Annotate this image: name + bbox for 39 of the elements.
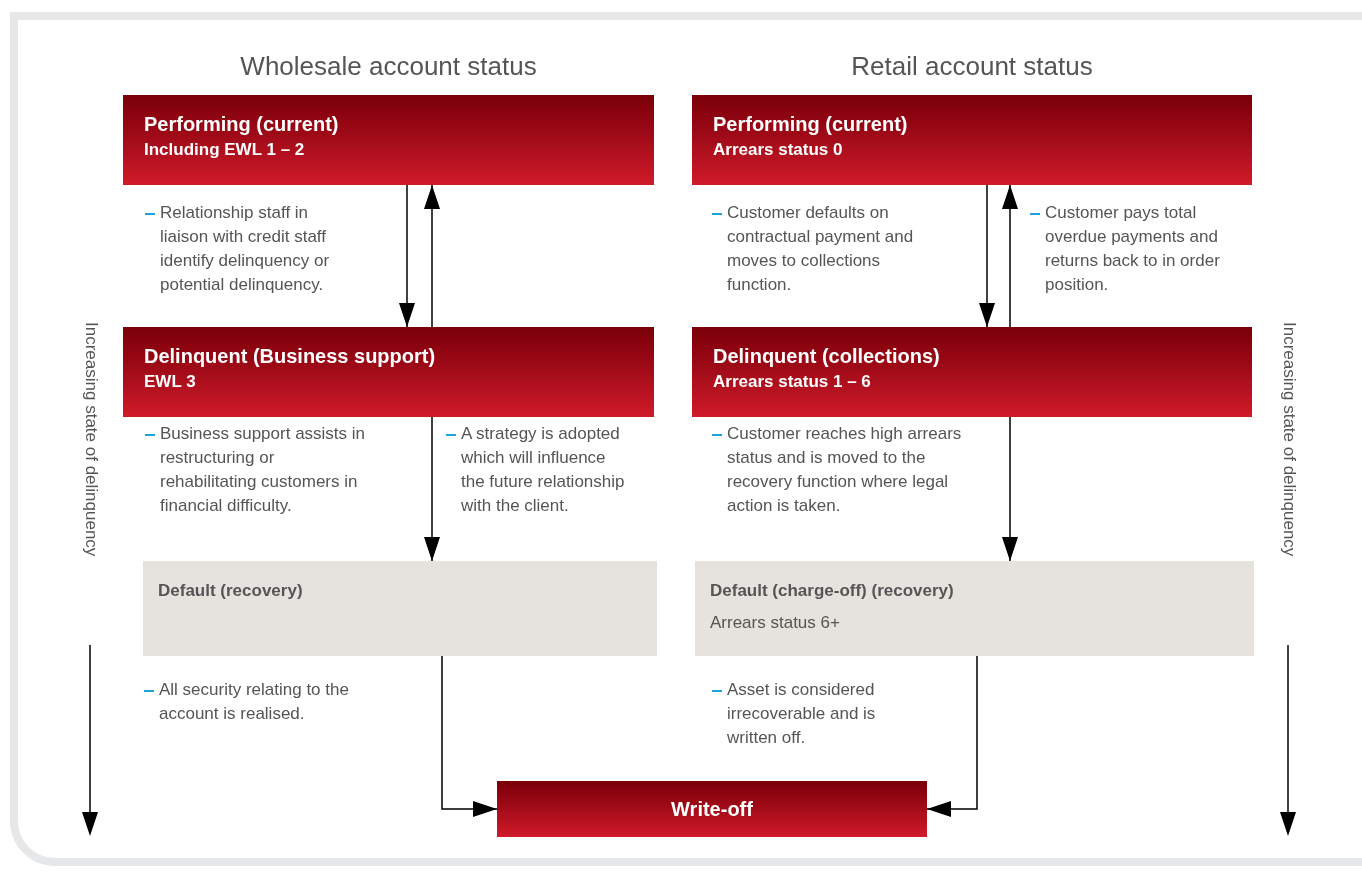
status-title: Default (charge-off) (recovery): [710, 580, 955, 602]
status-box: [692, 95, 1252, 185]
status-box: [143, 561, 657, 656]
arrow: [1002, 416, 1018, 562]
status-title: Write-off: [671, 797, 753, 822]
bullet-text: Relationship staff in liaison with credit staff identify delinquency or potential delinquency.: [160, 202, 331, 296]
status-title: Performing (current): [144, 112, 340, 137]
status-box: [123, 327, 654, 417]
arrow: [1002, 184, 1018, 328]
column-heading: Wholesale account status: [239, 50, 538, 83]
bullet-text: Customer pays total overdue payments and returns back to in order position.: [1045, 202, 1221, 296]
bullet-text: All security relating to the account is realised.: [159, 679, 350, 725]
column-heading: Retail account status: [850, 50, 1094, 83]
arrow: [399, 184, 415, 328]
axis-label: Increasing state of delinquency: [1279, 322, 1300, 557]
status-subtitle: EWL 3: [144, 371, 197, 393]
arrow: [926, 655, 978, 817]
axis-label: Increasing state of delinquency: [81, 322, 102, 557]
arrow: [441, 655, 498, 817]
status-subtitle: Including EWL 1 – 2: [144, 139, 306, 161]
bullet-text: Business support assists in restructuring or rehabilitating customers in financial difficulty.: [160, 423, 367, 517]
arrow: [424, 416, 440, 562]
status-box: [497, 781, 927, 837]
status-title: Performing (current): [713, 112, 909, 137]
status-title: Delinquent (collections): [713, 344, 941, 369]
arrow: [424, 184, 440, 328]
status-box: [123, 95, 654, 185]
status-subtitle: Arrears status 1 – 6: [713, 371, 872, 393]
bullet-text: A strategy is adopted which will influence the future relationship with the client.: [461, 423, 626, 517]
bullet-text: Customer reaches high arrears status and is moved to the recovery function where legal action is taken.: [727, 423, 963, 517]
status-box: [695, 561, 1254, 656]
status-title: Default (recovery): [158, 580, 304, 602]
bullet-text: Asset is considered irrecoverable and is written off.: [727, 679, 877, 749]
status-title: Delinquent (Business support): [144, 344, 437, 369]
status-box: [692, 327, 1252, 417]
status-subtitle: Arrears status 6+: [710, 612, 841, 634]
bullet-text: Customer defaults on contractual payment and moves to collections function.: [727, 202, 915, 296]
arrow: [979, 184, 995, 328]
status-subtitle: Arrears status 0: [713, 139, 844, 161]
